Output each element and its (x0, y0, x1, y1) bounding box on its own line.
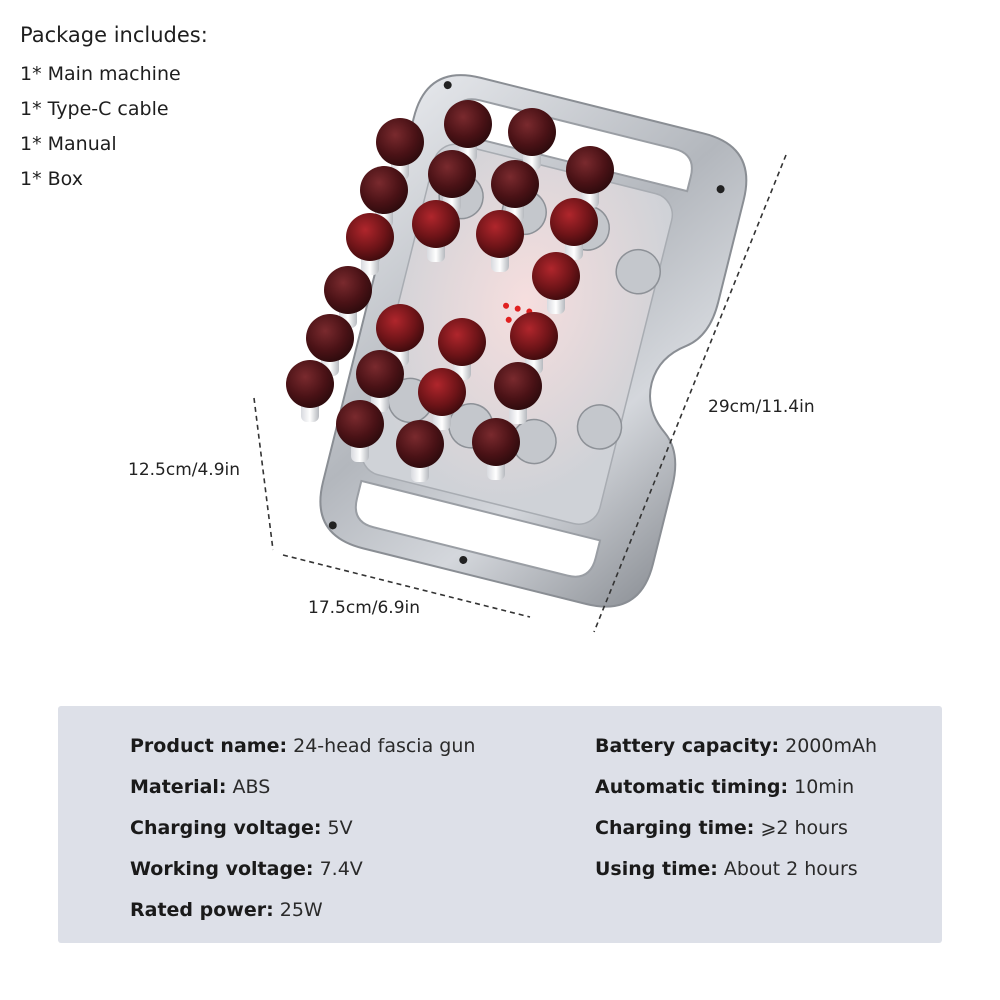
massage-head-ball (532, 252, 580, 300)
spec-value: About 2 hours (717, 858, 858, 880)
spec-value: 7.4V (313, 858, 363, 880)
spec-row-charging-voltage: Charging voltage: 5V (130, 808, 475, 849)
massage-head-ball (550, 198, 598, 246)
massage-head-ball (491, 160, 539, 208)
massage-head-ball (336, 400, 384, 448)
dimension-width-label: 12.5cm/4.9in (128, 460, 241, 480)
spec-row-automatic-timing: Automatic timing: 10min (595, 767, 877, 808)
package-list: Package includes: 1* Main machine 1* Typ… (20, 22, 208, 197)
spec-row-charging-time: Charging time: ⩾2 hours (595, 808, 877, 849)
spec-key: Working voltage: (130, 858, 314, 880)
massage-head-ball (418, 368, 466, 416)
spec-key: Using time: (595, 858, 718, 880)
massage-head-ball (396, 420, 444, 468)
massage-head-ball (412, 200, 460, 248)
spec-value: 5V (321, 817, 353, 839)
product-image (253, 74, 787, 633)
massage-head-ball (324, 266, 372, 314)
spec-row-product-name: Product name: 24-head fascia gun (130, 726, 475, 767)
package-item: 1* Box (20, 168, 83, 190)
spec-key: Charging voltage: (130, 817, 322, 839)
spec-row-working-voltage: Working voltage: 7.4V (130, 849, 475, 890)
spec-column-right: Battery capacity: 2000mAh Automatic timi… (595, 726, 877, 890)
spec-key: Material: (130, 776, 227, 798)
massage-head-ball (566, 146, 614, 194)
spec-value: 24-head fascia gun (287, 735, 476, 757)
spec-row-using-time: Using time: About 2 hours (595, 849, 877, 890)
dimension-length-label: 17.5cm/6.9in (308, 598, 421, 618)
spec-key: Rated power: (130, 899, 274, 921)
package-item: 1* Type-C cable (20, 98, 169, 120)
massage-head-ball (476, 210, 524, 258)
dimension-height-label: 29cm/11.4in (708, 397, 815, 417)
massage-head-ball (376, 304, 424, 352)
spec-value: 10min (788, 776, 855, 798)
massage-head-ball (286, 360, 334, 408)
spec-value: ABS (226, 776, 271, 798)
spec-value: 25W (273, 899, 323, 921)
spec-key: Charging time: (595, 817, 755, 839)
massage-head-ball (356, 350, 404, 398)
massage-head-ball (346, 213, 394, 261)
spec-row-rated-power: Rated power: 25W (130, 890, 475, 931)
massage-head-ball (472, 418, 520, 466)
package-item: 1* Manual (20, 133, 117, 155)
massage-head-ball (444, 100, 492, 148)
spec-key: Battery capacity: (595, 735, 780, 757)
spec-value: ⩾2 hours (754, 817, 848, 839)
spec-panel: Product name: 24-head fascia gun Materia… (58, 706, 942, 943)
dimension-lines (253, 154, 787, 633)
spec-row-material: Material: ABS (130, 767, 475, 808)
spec-key: Product name: (130, 735, 288, 757)
massage-head-ball (438, 318, 486, 366)
package-item: 1* Main machine (20, 63, 181, 85)
package-title: Package includes: (20, 23, 208, 47)
massage-heads (286, 100, 614, 482)
spec-value: 2000mAh (779, 735, 878, 757)
massage-head-ball (428, 150, 476, 198)
spec-row-battery-capacity: Battery capacity: 2000mAh (595, 726, 877, 767)
massage-head-ball (508, 108, 556, 156)
spec-key: Automatic timing: (595, 776, 789, 798)
massage-head-ball (306, 314, 354, 362)
massage-head-ball (510, 312, 558, 360)
massage-head-ball (360, 166, 408, 214)
massage-head-ball (494, 362, 542, 410)
spec-column-left: Product name: 24-head fascia gun Materia… (130, 726, 475, 931)
massage-head-ball (376, 118, 424, 166)
